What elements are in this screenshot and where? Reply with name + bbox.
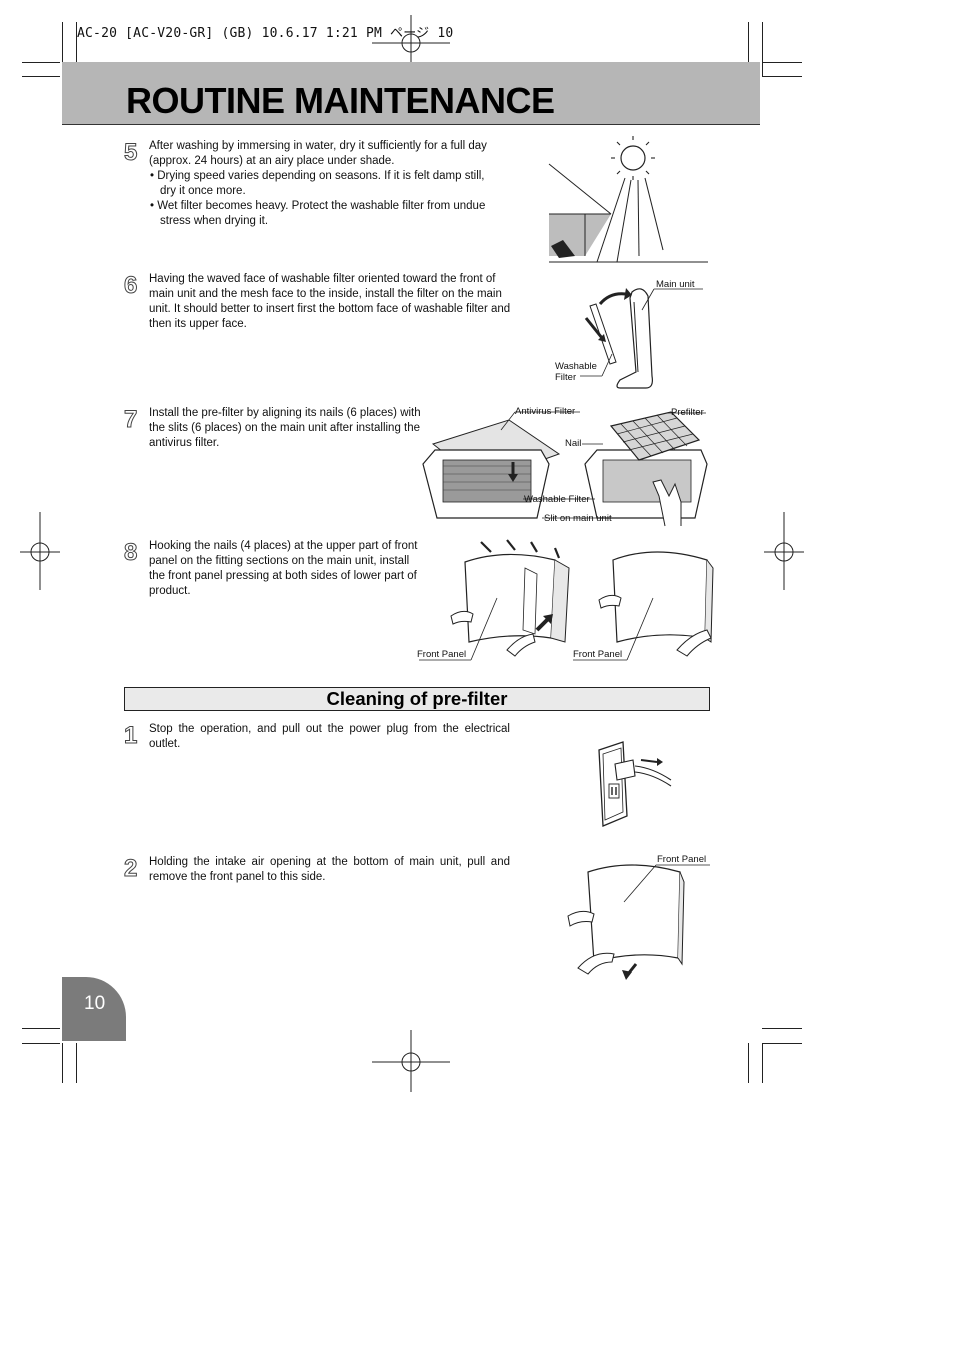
- step-1-paragraph: Stop the operation, and pull out the pow…: [149, 723, 510, 750]
- step-8-text: Hooking the nails (4 places) at the uppe…: [149, 539, 423, 599]
- label-main-unit: Main unit: [656, 279, 695, 290]
- front-panel-install-illustration: [419, 539, 714, 661]
- step-5-bullet-1: • Drying speed varies depending on seaso…: [150, 170, 485, 197]
- step-7-text: Install the pre-filter by aligning its n…: [149, 406, 421, 451]
- step-2-paragraph: Holding the intake air opening at the bo…: [149, 856, 510, 883]
- label-nail: Nail: [565, 438, 582, 449]
- step-2-text: Holding the intake air opening at the bo…: [149, 855, 510, 885]
- label-front-panel-right: Front Panel: [573, 649, 623, 660]
- step-number-2: 2: [124, 855, 138, 882]
- page-number-tab: 10: [62, 977, 126, 1041]
- step-5-bullet-2: • Wet filter becomes heavy. Protect the …: [150, 200, 486, 227]
- step-7-paragraph: Install the pre-filter by aligning its n…: [149, 407, 421, 449]
- label-washable-filter: Washable Filter: [524, 494, 590, 505]
- page-title: ROUTINE MAINTENANCE: [126, 80, 555, 121]
- title-bar: ROUTINE MAINTENANCE: [62, 62, 760, 125]
- label-slit-on-main-unit: Slit on main unit: [544, 513, 612, 524]
- section-title: Cleaning of pre-filter: [326, 688, 508, 709]
- step-8-paragraph: Hooking the nails (4 places) at the uppe…: [149, 540, 418, 597]
- step-6-paragraph: Having the waved face of washable filter…: [149, 273, 511, 330]
- drying-under-shade-illustration: [548, 136, 708, 263]
- label-prefilter: Prefilter: [671, 407, 704, 418]
- page-number: 10: [84, 993, 106, 1014]
- wall-outlet-icon: [598, 741, 672, 827]
- step-number-5: 5: [124, 139, 138, 166]
- step-number-8: 8: [124, 539, 138, 566]
- label-washable: Washable: [555, 361, 597, 372]
- sun-icon: [611, 136, 655, 180]
- front-panel-removal-illustration: [567, 864, 710, 980]
- step-5-paragraph: After washing by immersing in water, dry…: [149, 140, 487, 167]
- step-6-text: Having the waved face of washable filter…: [149, 272, 511, 332]
- label-filter: Filter: [555, 372, 577, 383]
- label-antivirus-filter: Antivirus Filter: [515, 406, 576, 417]
- label-front-panel-removal: Front Panel: [657, 854, 707, 865]
- step-5-text: After washing by immersing in water, dry…: [149, 139, 501, 229]
- step-1-text: Stop the operation, and pull out the pow…: [149, 722, 510, 752]
- step-number-7: 7: [124, 406, 138, 433]
- step-number-1: 1: [124, 722, 138, 749]
- section-header-box: Cleaning of pre-filter: [124, 687, 710, 711]
- label-front-panel-left: Front Panel: [417, 649, 467, 660]
- print-file-header: AC-20 [AC-V20-GR] (GB) 10.6.17 1:21 PM ペ…: [77, 26, 454, 41]
- prefilter-install-illustration: [422, 411, 708, 527]
- washable-filter-install-illustration: [580, 288, 703, 389]
- step-number-6: 6: [124, 272, 138, 299]
